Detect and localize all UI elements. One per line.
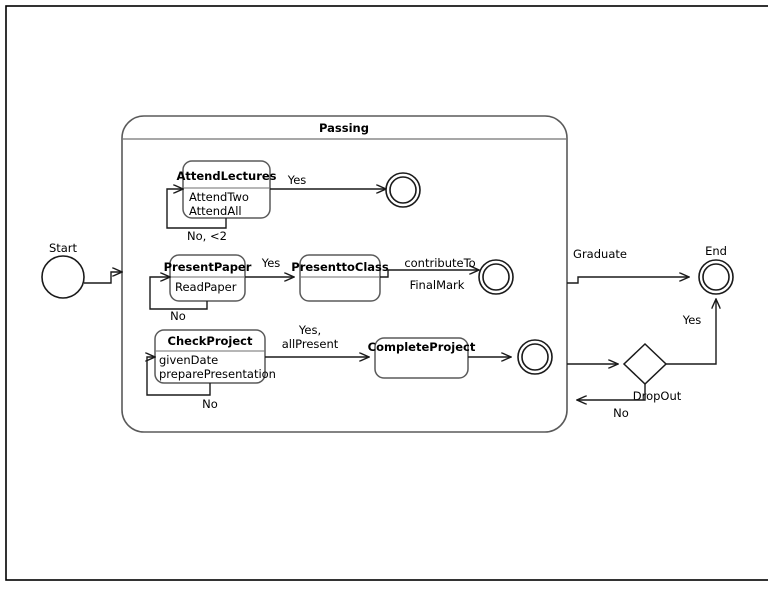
edge-lectures-loop (166, 189, 227, 229)
state-present-to-class-box (299, 254, 381, 302)
state-present-to-class-name: PresenttoClass (291, 260, 389, 274)
end-node[interactable]: End (698, 244, 734, 295)
edge-label-class-contribute-1: contributeTo (404, 256, 475, 270)
edge-graduate (567, 277, 689, 284)
start-circle (41, 255, 85, 299)
state-check-project-name: CheckProject (168, 334, 253, 348)
final-state-paper[interactable] (478, 259, 514, 295)
end-circle-inner (702, 263, 730, 291)
end-label: End (705, 244, 727, 258)
final-state-lectures[interactable] (385, 172, 421, 208)
state-present-paper[interactable]: PresentPaper ReadPaper (164, 254, 252, 302)
start-node[interactable]: Start (41, 241, 85, 299)
edge-label-class-contribute-2: FinalMark (410, 278, 465, 292)
state-attend-lectures-name: AttendLectures (176, 169, 276, 183)
decision-dropout-shape (622, 342, 668, 386)
final-state-lectures-inner (389, 176, 417, 204)
state-check-project-attr-1: preparePresentation (159, 367, 276, 381)
edge-start-to-passing (84, 272, 122, 284)
state-attend-lectures[interactable]: AttendLectures AttendTwo AttendAll (176, 160, 277, 219)
edge-label-lectures-yes: Yes (287, 173, 307, 187)
edge-dropout-yes (666, 299, 716, 365)
edge-paper-loop (149, 277, 208, 310)
state-attend-lectures-attr-0: AttendTwo (189, 190, 249, 204)
page-frame (5, 5, 768, 581)
edge-dropout-no (577, 384, 646, 400)
state-complete-project-name: CompleteProject (368, 340, 476, 354)
edge-label-project-loop: No (202, 397, 218, 411)
edge-class-contribute (380, 270, 479, 278)
state-attend-lectures-attr-1: AttendAll (189, 204, 242, 218)
final-state-project-inner (521, 343, 549, 371)
state-check-project[interactable]: CheckProject givenDate preparePresentati… (154, 329, 276, 384)
state-check-project-attr-0: givenDate (159, 353, 218, 367)
decision-dropout-label: DropOut (633, 389, 682, 403)
state-present-paper-attr-0: ReadPaper (175, 280, 237, 294)
final-state-paper-inner (482, 263, 510, 291)
start-label: Start (49, 241, 78, 255)
edge-label-project-yes-1: Yes, (298, 323, 321, 337)
edge-label-paper-yes: Yes (261, 256, 281, 270)
edge-label-graduate: Graduate (573, 247, 627, 261)
edge-label-lectures-loop: No, <2 (187, 229, 227, 243)
state-complete-project-box (374, 337, 469, 379)
decision-dropout[interactable]: DropOut (622, 342, 682, 403)
edge-label-paper-loop: No (170, 309, 186, 323)
final-state-project[interactable] (517, 339, 553, 375)
edge-label-dropout-no: No (613, 406, 629, 420)
edge-project-loop (147, 357, 211, 396)
state-complete-project[interactable]: CompleteProject (368, 337, 476, 379)
state-present-paper-name: PresentPaper (164, 260, 252, 274)
edge-label-project-yes-2: allPresent (282, 337, 339, 351)
state-present-to-class[interactable]: PresenttoClass (291, 254, 389, 302)
edge-label-dropout-yes: Yes (682, 313, 702, 327)
composite-state-title: Passing (319, 121, 369, 135)
